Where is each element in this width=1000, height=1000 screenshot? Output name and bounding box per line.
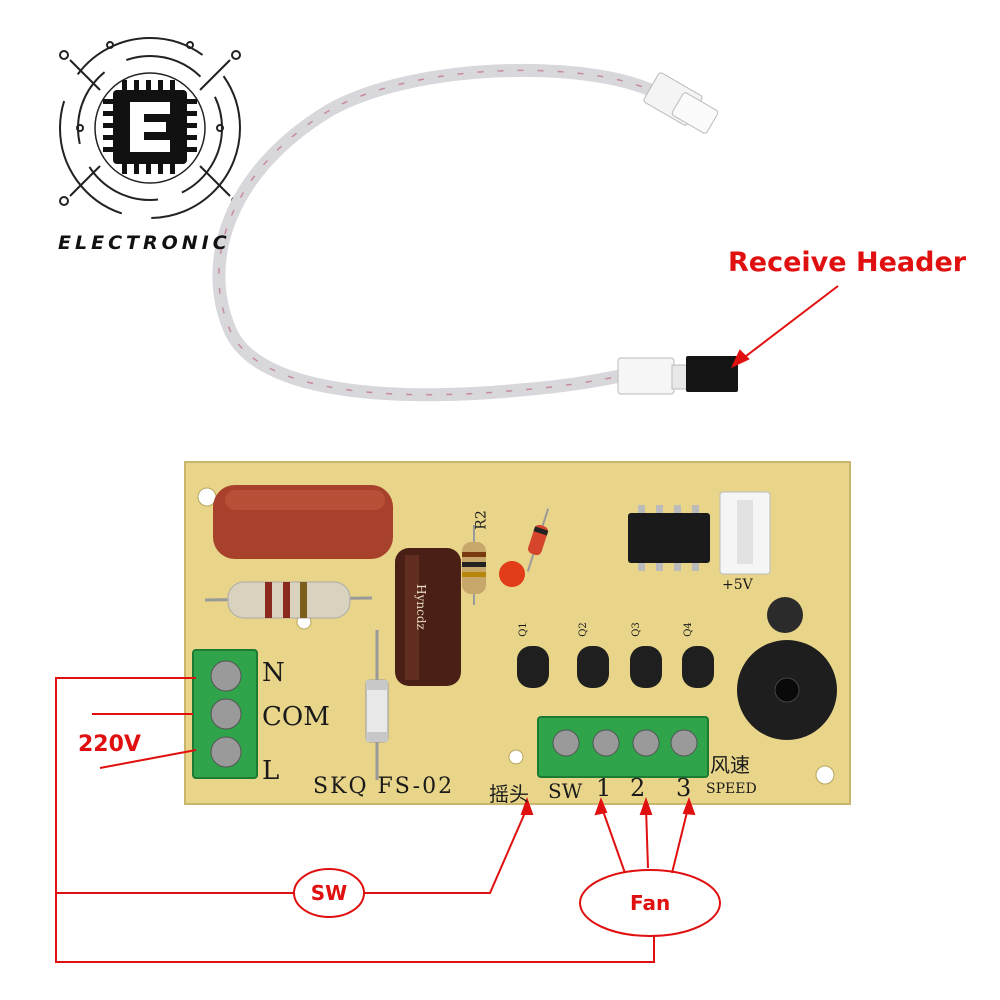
board-model: SKQ FS-02	[313, 774, 455, 799]
output-terminal-block	[537, 716, 709, 778]
logo-wordmark: ELECTRONIC	[58, 232, 231, 254]
cap-brand: Hyncdz	[413, 584, 428, 630]
terminal-label-2: 2	[630, 774, 646, 802]
speed-label-en: SPEED	[706, 781, 757, 797]
supply-label: +5V	[722, 577, 753, 593]
small-capacitor	[767, 597, 803, 633]
ref-q2: Q2	[577, 622, 589, 637]
top-connector	[643, 72, 719, 134]
diode	[526, 508, 550, 572]
ref-q4: Q4	[682, 622, 694, 637]
terminal-label-n: N	[262, 658, 285, 688]
receive-header-label: Receive Header	[728, 247, 967, 278]
power-voltage-label: 220V	[78, 732, 141, 757]
power-terminal-block	[192, 649, 258, 779]
electrolytic-capacitor	[395, 548, 461, 686]
terminal-label-com: COM	[262, 702, 330, 732]
terminal-label-3: 3	[676, 774, 692, 802]
terminal-label-1: 1	[596, 774, 612, 802]
ic-chip	[628, 505, 710, 571]
switch-callout-label: SW	[310, 881, 348, 905]
buzzer	[737, 640, 837, 740]
power-resistor	[204, 581, 373, 619]
receiver-socket	[719, 491, 771, 575]
chip-e-body	[103, 80, 197, 174]
terminal-label-swing: 摇头	[489, 782, 529, 806]
transistors	[517, 646, 714, 688]
terminal-label-l: L	[262, 756, 280, 786]
fuse	[365, 630, 389, 780]
x-capacitor	[213, 485, 393, 559]
terminal-label-sw: SW	[548, 779, 583, 803]
ref-q3: Q3	[630, 622, 642, 637]
fan-callout-label: Fan	[630, 891, 671, 915]
resistor-r2	[462, 525, 486, 605]
ref-r2: R2	[473, 510, 490, 530]
connector-cable	[212, 63, 667, 402]
ref-q1: Q1	[517, 622, 529, 637]
callout-lines	[55, 285, 839, 963]
receive-header-connector	[617, 356, 738, 395]
speed-label-cn: 风速	[710, 753, 750, 777]
red-led	[499, 561, 525, 587]
